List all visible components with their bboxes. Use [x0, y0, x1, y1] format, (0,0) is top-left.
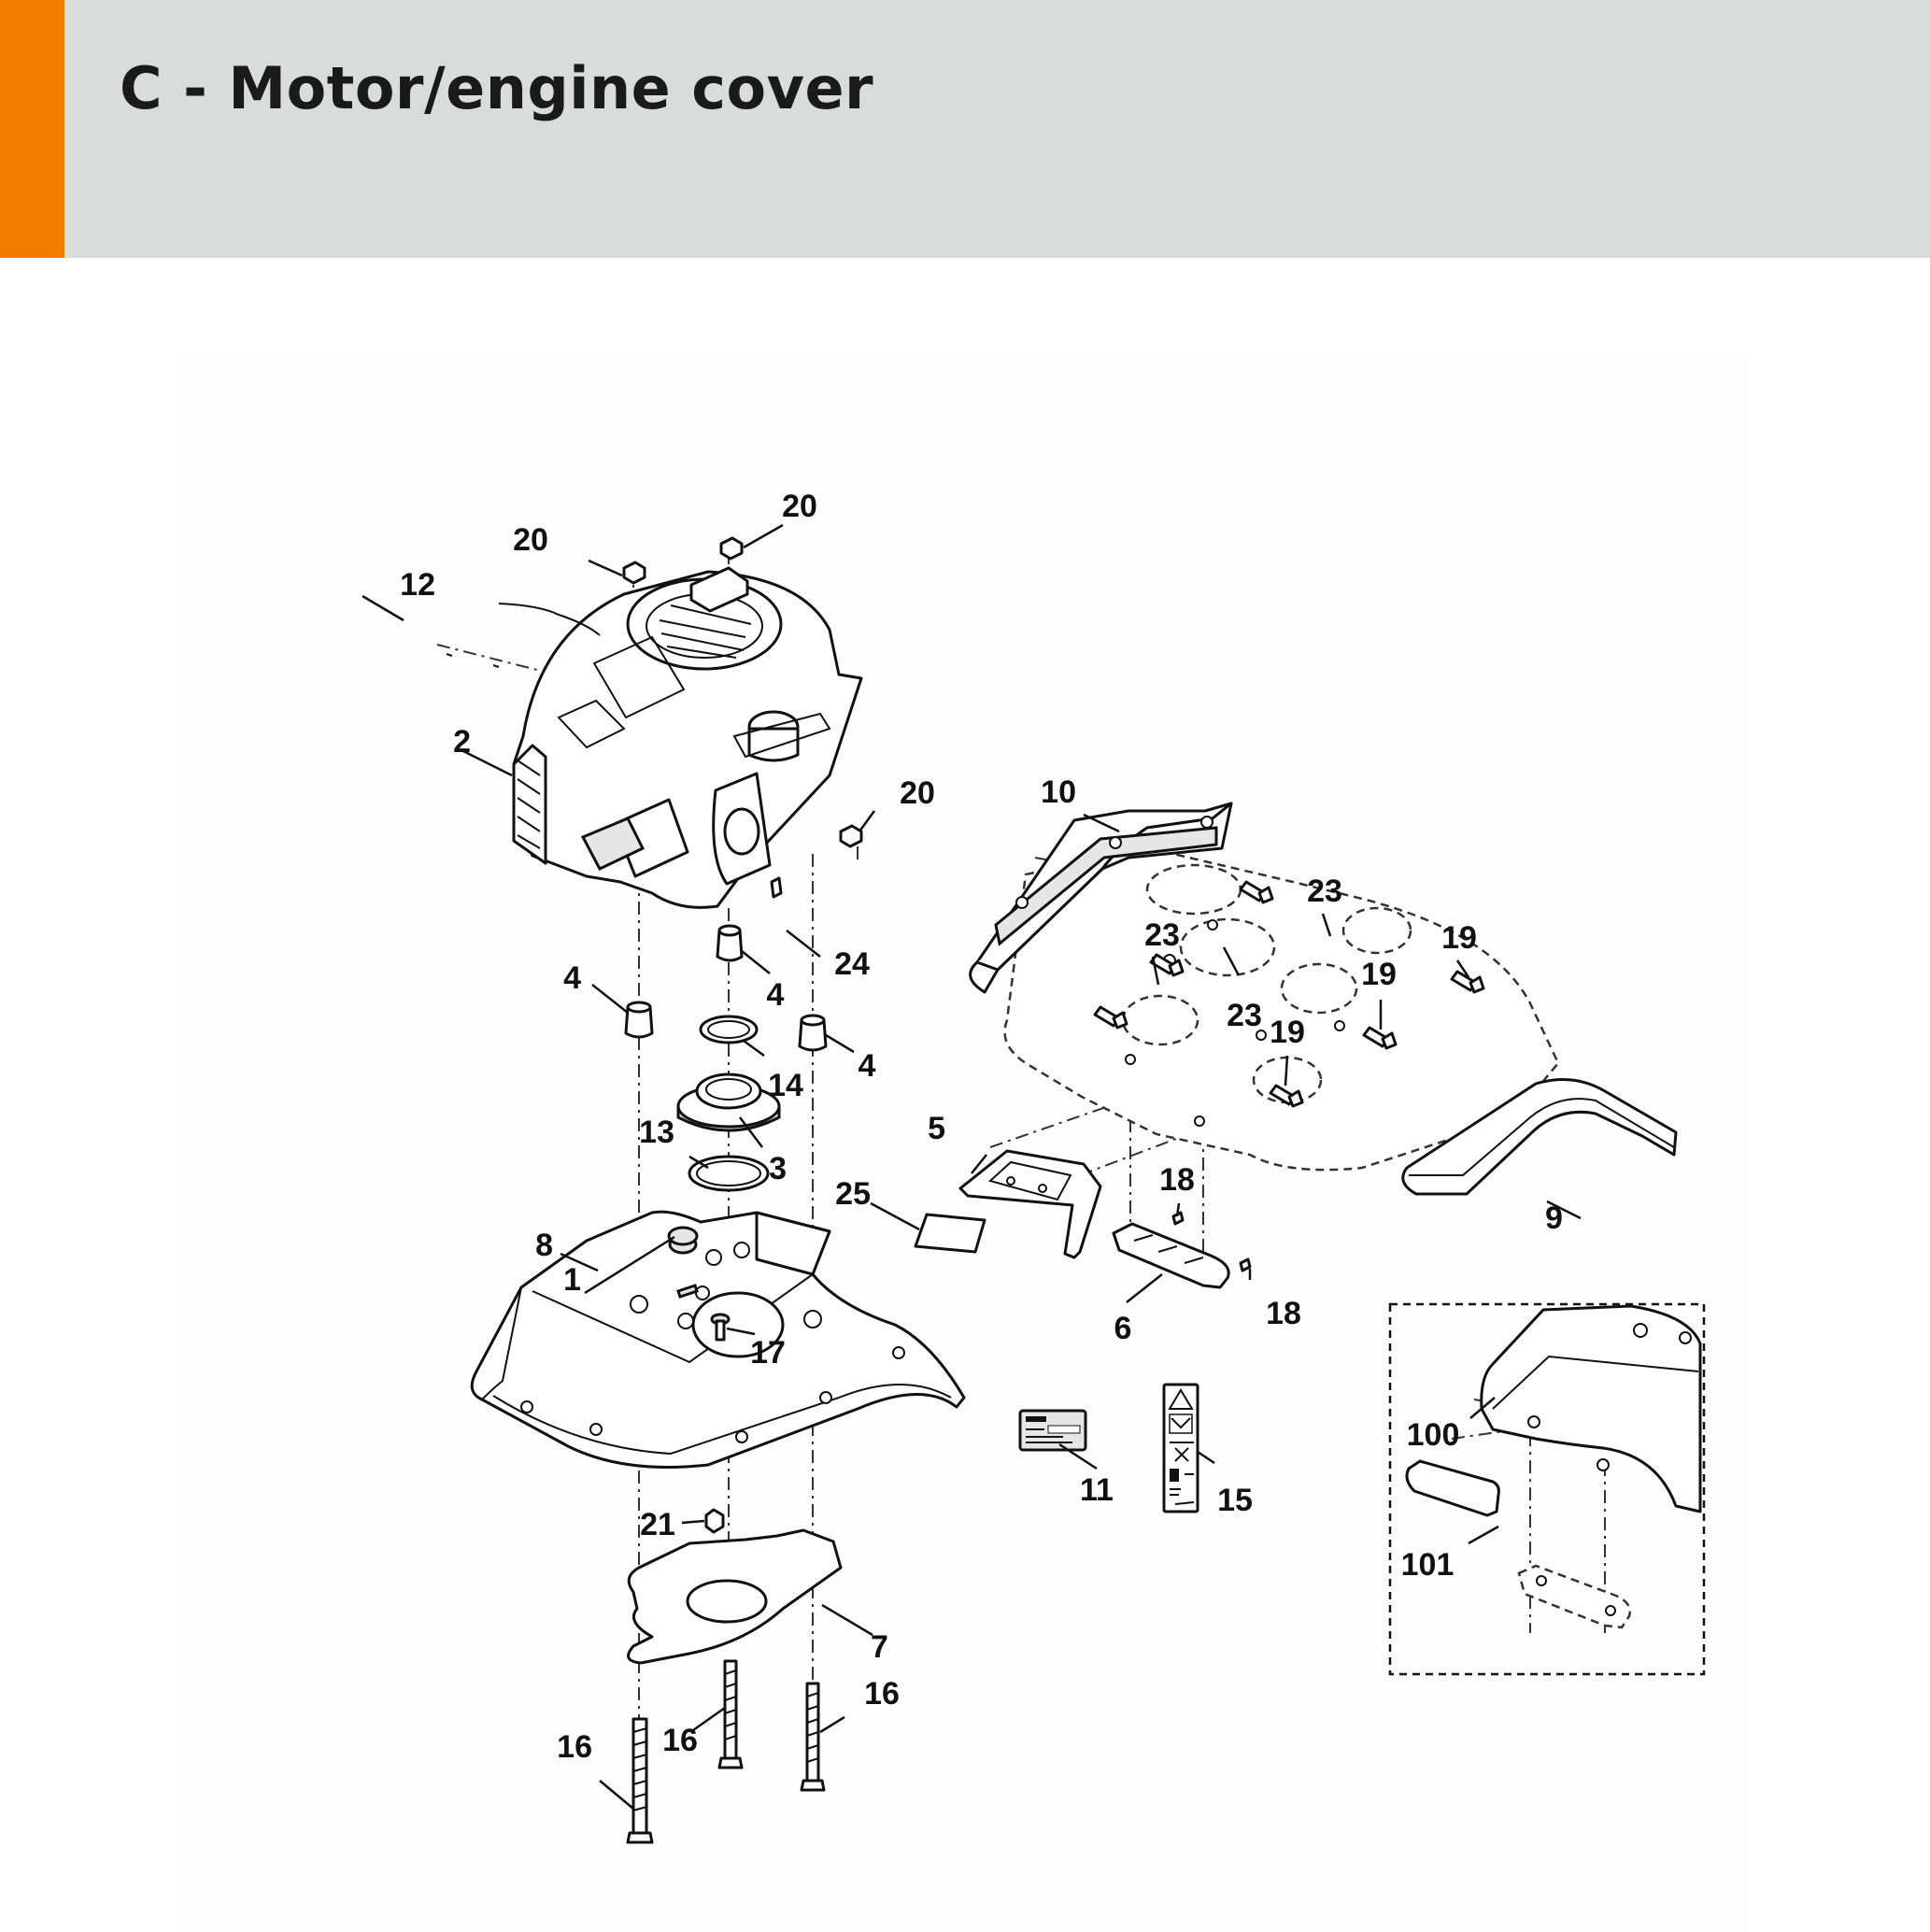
callout-7: 7 — [871, 1629, 888, 1665]
callout-20b: 20 — [782, 489, 817, 524]
callout-6: 6 — [1114, 1311, 1132, 1346]
callout-4a: 4 — [563, 960, 581, 996]
exploded-parts-diagram: 1 2 3 4 4 4 5 6 7 8 9 10 11 12 13 14 15 … — [362, 489, 1706, 1844]
callout-23c: 23 — [1227, 998, 1262, 1033]
detail-box — [1388, 1302, 1706, 1676]
callout-labels: 1 2 3 4 4 4 5 6 7 8 9 10 11 12 13 14 15 … — [400, 489, 1563, 1765]
seal-ring-part — [688, 1155, 770, 1192]
callout-20c: 20 — [900, 775, 935, 811]
callout-17: 17 — [750, 1335, 786, 1371]
callout-18b: 18 — [1266, 1296, 1301, 1331]
key-part — [770, 876, 783, 899]
engine-part — [512, 566, 863, 909]
callout-18a: 18 — [1159, 1162, 1195, 1198]
callout-19b: 19 — [1361, 957, 1397, 992]
nut-small-part — [704, 1508, 725, 1534]
callout-leaders — [362, 523, 1582, 1810]
type-plate-part — [1018, 1409, 1087, 1452]
callout-25: 25 — [835, 1176, 871, 1212]
callout-15: 15 — [1217, 1483, 1253, 1518]
callout-5: 5 — [928, 1111, 945, 1146]
callout-23a: 23 — [1307, 874, 1342, 909]
handle-insert-part — [1112, 1222, 1230, 1289]
grip-label-part — [914, 1213, 986, 1254]
callout-10: 10 — [1041, 774, 1076, 810]
callout-8: 8 — [535, 1228, 553, 1263]
plug-part — [667, 1226, 699, 1246]
callout-19c: 19 — [1270, 1015, 1305, 1050]
screw-part — [710, 1313, 731, 1342]
callout-23b: 23 — [1144, 917, 1180, 953]
callout-2: 2 — [453, 724, 471, 760]
callout-4c: 4 — [859, 1048, 876, 1084]
header-bar — [0, 0, 1930, 258]
nut-part — [622, 536, 863, 848]
callout-100: 100 — [1407, 1417, 1460, 1453]
side-panel-left-part — [969, 802, 1233, 994]
o-ring-part — [699, 1015, 759, 1044]
callout-101: 101 — [1401, 1547, 1455, 1583]
callout-3: 3 — [769, 1151, 787, 1186]
callout-12: 12 — [400, 567, 435, 603]
rubber-buffer-part — [624, 924, 828, 1052]
warning-label-part — [1162, 1383, 1199, 1513]
callout-9: 9 — [1545, 1200, 1563, 1236]
page-title: C - Motor/engine cover — [120, 54, 874, 122]
wire-part — [446, 603, 601, 668]
callout-24: 24 — [834, 946, 870, 982]
callout-13: 13 — [639, 1115, 674, 1150]
long-bolt-part — [626, 1659, 826, 1844]
callout-16c: 16 — [864, 1676, 900, 1712]
callout-16a: 16 — [557, 1729, 592, 1765]
screw-upper-part — [1093, 880, 1485, 1108]
callout-16b: 16 — [662, 1723, 698, 1758]
callout-19a: 19 — [1441, 920, 1477, 956]
callout-20a: 20 — [513, 522, 548, 558]
side-panel-right-part — [1401, 1078, 1678, 1196]
callout-14: 14 — [768, 1068, 803, 1103]
diagram-area: 1 2 3 4 4 4 5 6 7 8 9 10 11 12 13 14 15 … — [185, 353, 1747, 1932]
callout-1: 1 — [563, 1262, 581, 1298]
bearing-seat-part — [676, 1073, 781, 1132]
bottom-plate-part — [627, 1528, 843, 1665]
orange-accent-bar — [0, 0, 64, 258]
callout-11: 11 — [1080, 1472, 1114, 1508]
grip-housing-part — [958, 1149, 1102, 1259]
callout-4b: 4 — [767, 977, 785, 1013]
upper-cover-part — [1003, 846, 1560, 1172]
callout-21: 21 — [640, 1507, 675, 1542]
